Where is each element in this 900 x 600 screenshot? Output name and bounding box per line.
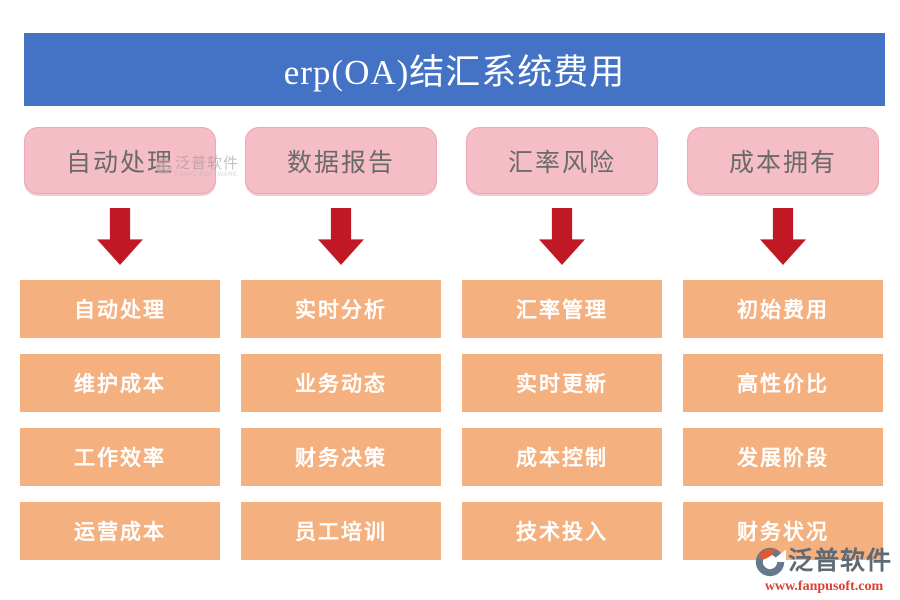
down-arrow-icon xyxy=(760,208,806,265)
category-header: 数据报告 xyxy=(245,127,437,194)
fanpu-logo: 泛普软件 www.fanpusoft.com xyxy=(754,546,894,595)
feature-box: 员工培训 xyxy=(241,502,441,560)
feature-box: 工作效率 xyxy=(20,428,220,486)
feature-box: 运营成本 xyxy=(20,502,220,560)
category-header: 成本拥有 xyxy=(687,127,879,194)
down-arrow-icon xyxy=(318,208,364,265)
feature-box: 初始费用 xyxy=(683,280,883,338)
feature-box: 财务状况 xyxy=(683,502,883,560)
feature-box: 实时分析 xyxy=(241,280,441,338)
feature-box: 发展阶段 xyxy=(683,428,883,486)
column-auto-processing: 自动处理 自动处理 维护成本 工作效率 运营成本 xyxy=(20,127,220,576)
fanpu-logo-icon xyxy=(755,547,786,577)
feature-box: 技术投入 xyxy=(462,502,662,560)
feature-box: 汇率管理 xyxy=(462,280,662,338)
category-header: 汇率风险 xyxy=(466,127,658,194)
feature-box: 高性价比 xyxy=(683,354,883,412)
feature-box: 财务决策 xyxy=(241,428,441,486)
down-arrow-icon xyxy=(97,208,143,265)
fanpu-logo-text: 泛普软件 xyxy=(788,548,893,575)
fanpu-website: www.fanpusoft.com xyxy=(764,579,884,594)
column-exchange-risk: 汇率风险 汇率管理 实时更新 成本控制 技术投入 xyxy=(462,127,662,576)
down-arrow-icon xyxy=(539,208,585,265)
columns-container: 自动处理 自动处理 维护成本 工作效率 运营成本 数据报告 实时分析 业务动态 … xyxy=(20,127,883,576)
feature-box: 成本控制 xyxy=(462,428,662,486)
feature-box: 维护成本 xyxy=(20,354,220,412)
column-cost-ownership: 成本拥有 初始费用 高性价比 发展阶段 财务状况 xyxy=(683,127,883,576)
feature-box: 自动处理 xyxy=(20,280,220,338)
page-title: erp(OA)结汇系统费用 xyxy=(24,33,885,106)
column-data-report: 数据报告 实时分析 业务动态 财务决策 员工培训 xyxy=(241,127,441,576)
category-header: 自动处理 xyxy=(24,127,216,194)
feature-box: 业务动态 xyxy=(241,354,441,412)
feature-box: 实时更新 xyxy=(462,354,662,412)
